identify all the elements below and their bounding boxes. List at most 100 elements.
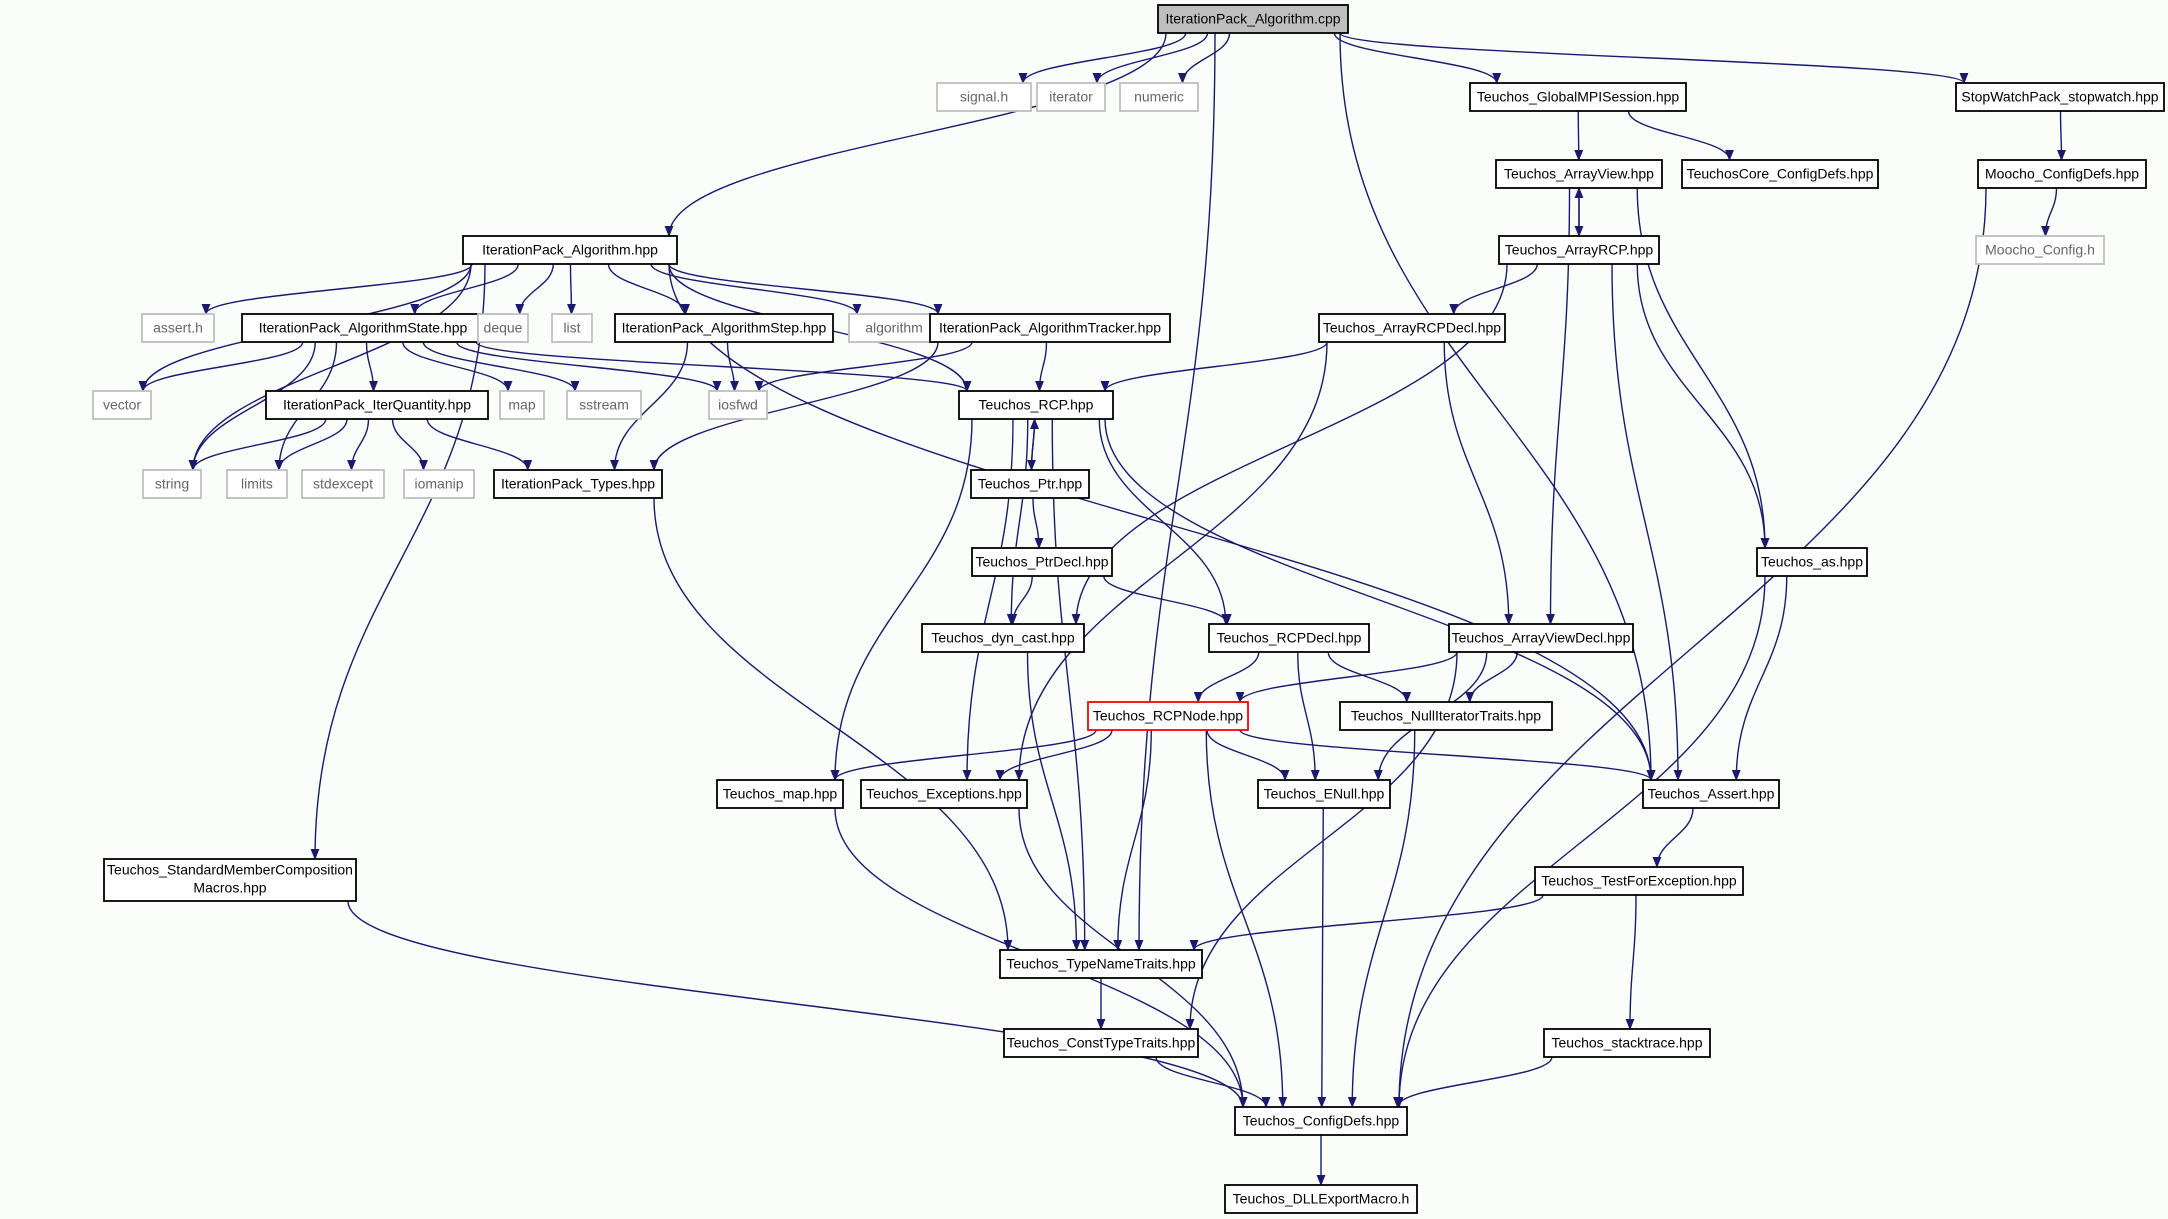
edge-mooCfgDefs-to-configdefs — [1394, 187, 1987, 1109]
node-ptrdecl[interactable]: Teuchos_PtrDecl.hpp — [971, 547, 1113, 577]
node-box — [141, 313, 215, 343]
edge-globalmpi-to-arrayview — [1574, 110, 1584, 162]
node-algohpp[interactable]: IterationPack_Algorithm.hpp — [462, 235, 678, 265]
node-algostate[interactable]: IterationPack_AlgorithmState.hpp — [241, 313, 485, 343]
node-box — [1534, 866, 1744, 896]
edge-algohpp-to-smc — [310, 263, 486, 861]
node-label: deque — [484, 320, 523, 336]
node-algorithm[interactable]: algorithm — [848, 313, 940, 343]
node-list[interactable]: list — [551, 313, 593, 343]
node-iosfwd[interactable]: iosfwd — [708, 390, 768, 420]
node-box — [92, 390, 152, 420]
node-iomanip[interactable]: iomanip — [403, 469, 475, 499]
edge-rcpdecl-to-nulliter — [1327, 651, 1412, 704]
node-arrayviewdecl[interactable]: Teuchos_ArrayViewDecl.hpp — [1448, 623, 1634, 653]
node-label: Teuchos_RCPNode.hpp — [1093, 708, 1243, 724]
node-label: Teuchos_ENull.hpp — [1264, 786, 1385, 802]
node-dllexport[interactable]: Teuchos_DLLExportMacro.h — [1224, 1184, 1418, 1214]
edge-nulliter-to-configdefs — [1347, 729, 1416, 1109]
node-asserth[interactable]: assert.h — [141, 313, 215, 343]
node-deque[interactable]: deque — [477, 313, 529, 343]
node-exceptions[interactable]: Teuchos_Exceptions.hpp — [860, 779, 1028, 809]
node-label: limits — [241, 476, 273, 492]
edge-rcp-to-dyncast — [1006, 418, 1029, 626]
node-smc[interactable]: Teuchos_StandardMemberCompositionMacros.… — [103, 858, 357, 902]
node-configdefs[interactable]: Teuchos_ConfigDefs.hpp — [1234, 1106, 1408, 1136]
node-rcp[interactable]: Teuchos_RCP.hpp — [958, 390, 1114, 420]
node-testforexc[interactable]: Teuchos_TestForException.hpp — [1534, 866, 1744, 896]
node-signal[interactable]: signal.h — [936, 82, 1032, 112]
node-types[interactable]: IterationPack_Types.hpp — [493, 469, 663, 499]
node-enull[interactable]: Teuchos_ENull.hpp — [1257, 779, 1391, 809]
node-sstream[interactable]: sstream — [566, 390, 642, 420]
node-box — [403, 469, 475, 499]
node-stopwatch[interactable]: StopWatchPack_stopwatch.hpp — [1955, 82, 2165, 112]
edge-algostate-to-map — [402, 341, 513, 393]
node-typename[interactable]: Teuchos_TypeNameTraits.hpp — [999, 949, 1203, 979]
edge-algohpp-to-algostep — [607, 263, 690, 316]
node-rcpdecl[interactable]: Teuchos_RCPDecl.hpp — [1208, 623, 1370, 653]
node-algotracker[interactable]: IterationPack_AlgorithmTracker.hpp — [929, 313, 1171, 343]
edge-rcp-to-typename — [1051, 418, 1090, 952]
edge-algostate-to-string — [188, 341, 316, 472]
node-box — [936, 82, 1032, 112]
edge-assert-to-testforexc — [1652, 807, 1694, 869]
node-mooCfgDefs[interactable]: Moocho_ConfigDefs.hpp — [1977, 159, 2147, 189]
node-map[interactable]: map — [499, 390, 545, 420]
edges-layer — [138, 32, 2066, 1187]
node-arrayrcpdecl[interactable]: Teuchos_ArrayRCPDecl.hpp — [1318, 313, 1506, 343]
node-arrayrcp[interactable]: Teuchos_ArrayRCP.hpp — [1498, 235, 1660, 265]
node-box — [493, 469, 663, 499]
node-label: Teuchos_PtrDecl.hpp — [975, 554, 1108, 570]
node-label: Teuchos_as.hpp — [1761, 554, 1863, 570]
edge-rcpnode-to-exceptions — [995, 729, 1113, 782]
node-algostep[interactable]: IterationPack_AlgorithmStep.hpp — [614, 313, 834, 343]
edge-globalmpi-to-corecfg — [1627, 110, 1734, 162]
node-box — [1975, 235, 2105, 265]
node-label: Teuchos_dyn_cast.hpp — [931, 630, 1074, 646]
edge-stopwatch-to-mooCfgDefs — [2057, 110, 2066, 162]
node-box — [1756, 547, 1868, 577]
node-corecfg[interactable]: TeuchosCore_ConfigDefs.hpp — [1681, 159, 1879, 189]
node-box — [1234, 1106, 1408, 1136]
node-numeric[interactable]: numeric — [1119, 82, 1199, 112]
node-assert[interactable]: Teuchos_Assert.hpp — [1642, 779, 1780, 809]
edge-ptr-to-rcp — [1030, 417, 1039, 471]
node-ptr[interactable]: Teuchos_Ptr.hpp — [970, 469, 1090, 499]
node-label: Moocho_Config.h — [1985, 242, 2095, 258]
node-arrayview[interactable]: Teuchos_ArrayView.hpp — [1495, 159, 1663, 189]
node-limits[interactable]: limits — [226, 469, 288, 499]
edge-root-to-signal — [1018, 32, 1187, 85]
edge-arrayviewdecl-to-nulliter — [1465, 651, 1518, 704]
edge-root-to-numeric — [1178, 32, 1231, 85]
edge-arrayrcpdecl-to-arrayviewdecl — [1443, 341, 1514, 626]
node-vector[interactable]: vector — [92, 390, 152, 420]
node-consttype[interactable]: Teuchos_ConstTypeTraits.hpp — [1003, 1028, 1199, 1058]
node-tmap[interactable]: Teuchos_map.hpp — [716, 779, 844, 809]
node-stacktrace[interactable]: Teuchos_stacktrace.hpp — [1543, 1028, 1711, 1058]
node-label: Macros.hpp — [193, 880, 266, 896]
node-stdexcept[interactable]: stdexcept — [301, 469, 385, 499]
node-label: TeuchosCore_ConfigDefs.hpp — [1687, 166, 1874, 182]
edge-root-to-typename — [1134, 32, 1216, 952]
node-nulliter[interactable]: Teuchos_NullIteratorTraits.hpp — [1339, 701, 1553, 731]
edge-stacktrace-to-configdefs — [1393, 1056, 1553, 1109]
node-box — [1224, 1184, 1418, 1214]
node-box — [241, 313, 485, 343]
node-label: string — [155, 476, 189, 492]
edge-consttype-to-configdefs — [1155, 1056, 1271, 1109]
node-dyncast[interactable]: Teuchos_dyn_cast.hpp — [921, 623, 1085, 653]
node-root[interactable]: IterationPack_Algorithm.cpp — [1157, 4, 1349, 34]
node-label: stdexcept — [313, 476, 373, 492]
node-iterqty[interactable]: IterationPack_IterQuantity.hpp — [265, 390, 489, 420]
edge-algohpp-to-algostate — [410, 263, 519, 316]
node-iterator[interactable]: iterator — [1036, 82, 1106, 112]
node-rcpnode[interactable]: Teuchos_RCPNode.hpp — [1087, 701, 1249, 731]
node-box — [921, 623, 1085, 653]
node-as[interactable]: Teuchos_as.hpp — [1756, 547, 1868, 577]
node-string[interactable]: string — [142, 469, 202, 499]
node-label: Teuchos_TestForException.hpp — [1541, 873, 1737, 889]
node-mooCfgH[interactable]: Moocho_Config.h — [1975, 235, 2105, 265]
node-globalmpi[interactable]: Teuchos_GlobalMPISession.hpp — [1469, 82, 1687, 112]
